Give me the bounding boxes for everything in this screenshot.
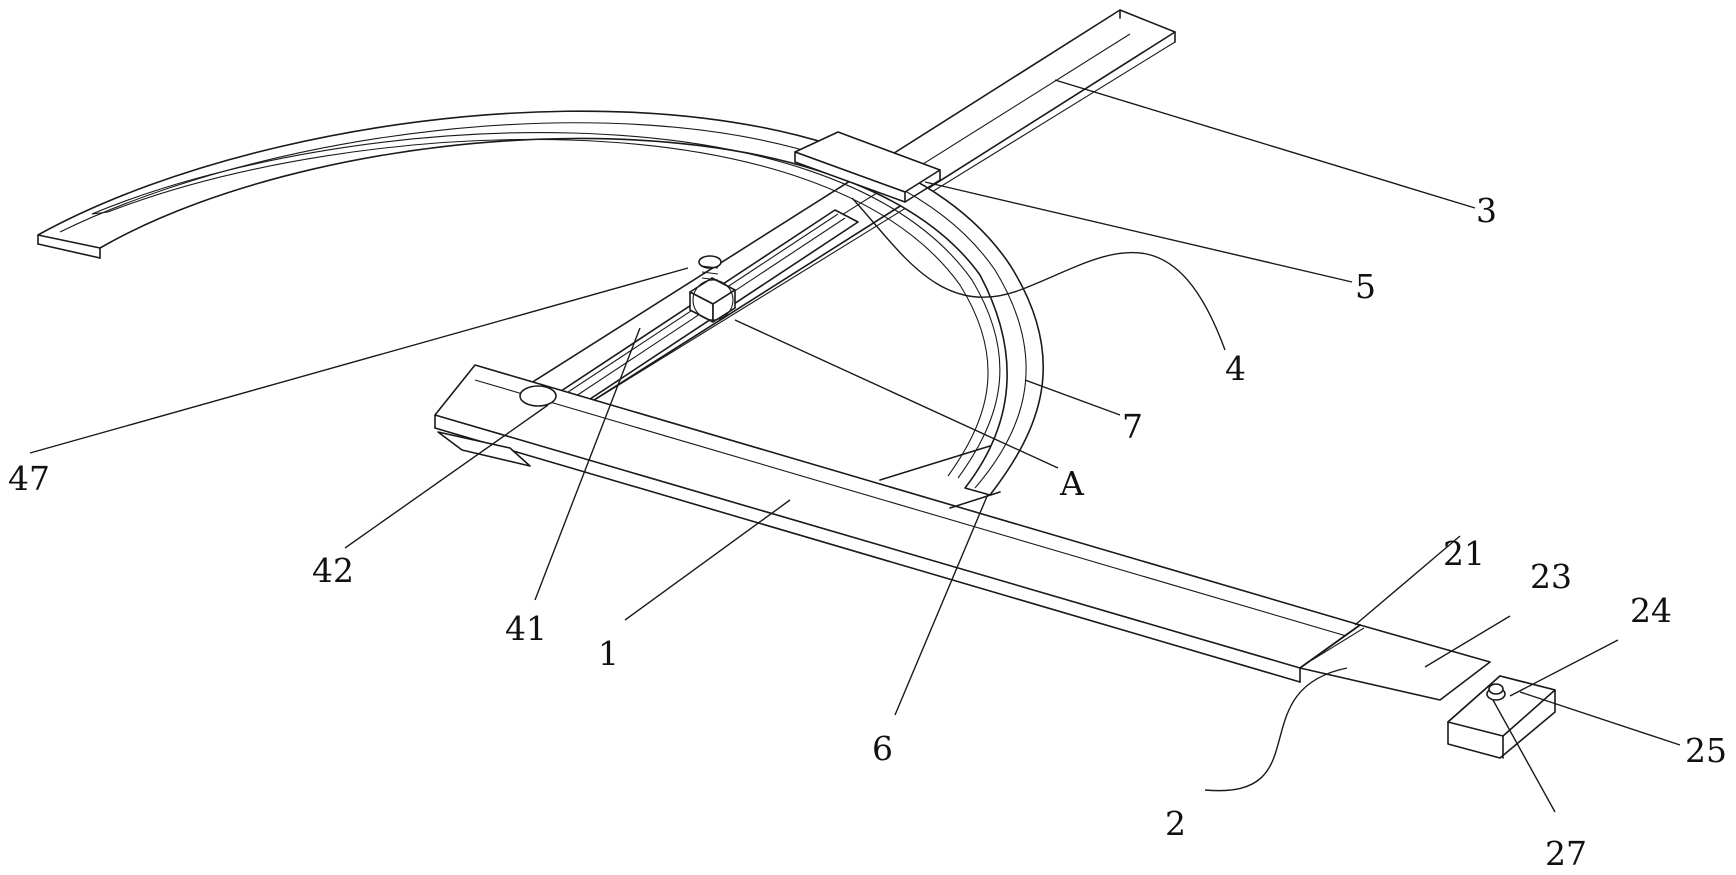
label-2: 2 [1165, 804, 1186, 843]
label-42: 42 [312, 551, 354, 590]
reference-labels: 3 5 4 7 A 47 42 41 1 6 21 23 24 25 2 27 [8, 191, 1727, 873]
label-41: 41 [505, 609, 547, 648]
label-23: 23 [1530, 557, 1572, 596]
label-A: A [1059, 464, 1085, 503]
leader-lines [29, 79, 1681, 813]
label-3: 3 [1476, 191, 1497, 230]
label-21: 21 [1443, 534, 1485, 573]
label-1: 1 [598, 634, 619, 673]
label-24: 24 [1630, 591, 1672, 630]
vertical-ruler [519, 9, 1176, 413]
label-5: 5 [1355, 267, 1376, 306]
slide-block [689, 255, 736, 323]
label-4: 4 [1225, 349, 1246, 388]
label-7: 7 [1122, 407, 1143, 446]
label-27: 27 [1545, 834, 1587, 873]
extension-ruler [1299, 624, 1491, 701]
base-ruler [434, 364, 1361, 683]
end-block [1447, 675, 1556, 759]
arc-slider [794, 131, 941, 203]
label-25: 25 [1685, 731, 1727, 770]
label-47: 47 [8, 459, 50, 498]
label-6: 6 [872, 729, 893, 768]
